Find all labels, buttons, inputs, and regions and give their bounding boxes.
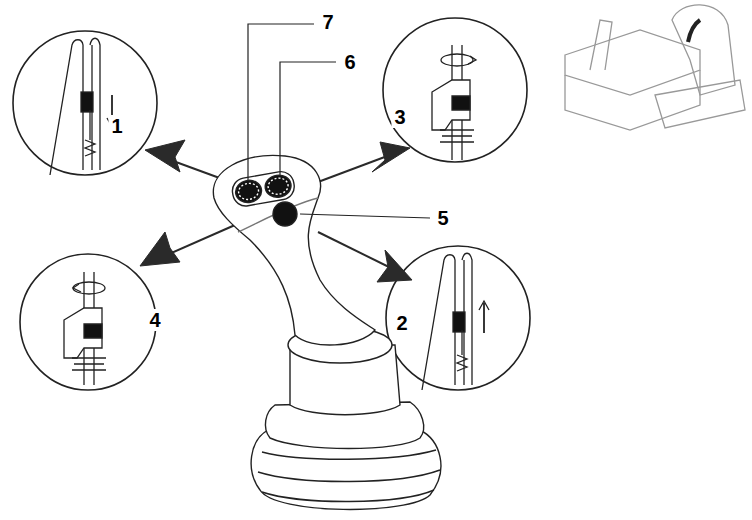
boom-up-icon [422, 253, 489, 390]
callout-number: 6 [341, 51, 358, 73]
callout-number: 3 [391, 106, 408, 128]
joystick [213, 155, 441, 509]
rotate-left-icon [64, 272, 106, 385]
callout-number: 2 [393, 312, 410, 334]
callout-number: 7 [319, 11, 336, 33]
callout-number: 4 [146, 309, 163, 331]
leader-lines [248, 24, 430, 218]
detail-circles [13, 18, 530, 390]
rotate-right-icon [432, 45, 476, 160]
callout-number: 1 [108, 115, 125, 137]
boom-down-icon [50, 38, 117, 175]
cab-thumbnail [565, 5, 745, 130]
callout-number: 5 [434, 207, 451, 229]
